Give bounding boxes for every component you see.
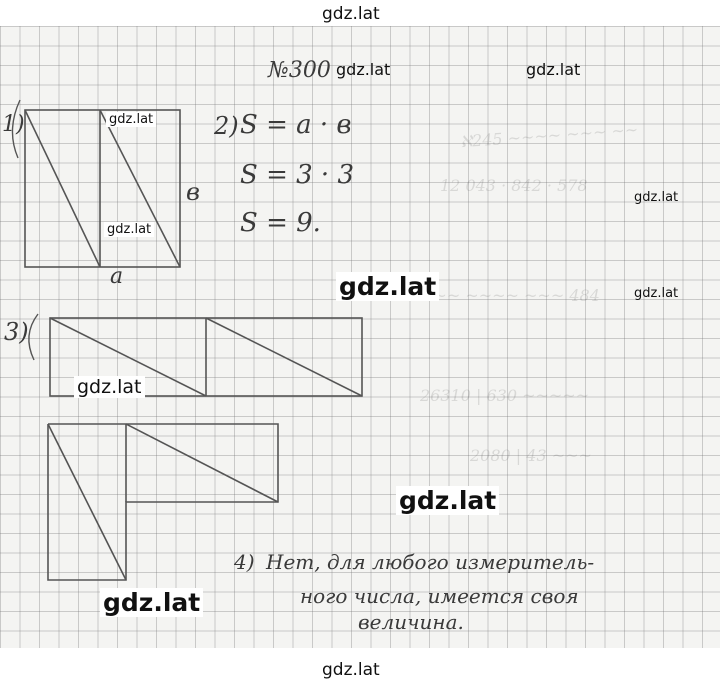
watermark: gdz.lat: [526, 60, 581, 79]
answer-line-2: ного числа, имеется своя: [300, 584, 579, 608]
bleed-through-scribble: ~~~ ~~~~ ~~~ 484: [420, 286, 600, 305]
problem-number: №300: [268, 58, 331, 83]
area-result: S = 9.: [240, 208, 321, 238]
answer-line-1: Нет, для любого измеритель-: [266, 550, 595, 574]
rectangle-figure-upper: [49, 317, 363, 397]
upper-rect-diagonal-left: [49, 317, 207, 397]
watermark: gdz.lat: [634, 190, 679, 205]
side-a-label: а: [110, 264, 124, 289]
watermark-large: gdz.lat: [396, 486, 500, 515]
watermark: gdz.lat: [74, 376, 145, 398]
square-diagonal-right: [99, 109, 181, 268]
upper-rect-diagonal-right: [205, 317, 363, 397]
notebook-sheet: ℵ245 ~~~~ ~~~ ~~ 12 043 · 842 · 578 ~~~ …: [0, 26, 720, 648]
part3-label: 3): [4, 318, 29, 346]
part4-label: 4): [234, 550, 255, 574]
watermark-large: gdz.lat: [100, 588, 204, 617]
answer-line-3: величина.: [358, 610, 464, 634]
side-b-label: в: [186, 178, 200, 206]
square-outline: [24, 109, 181, 268]
bleed-through-scribble: 2080 | 43 ~~~: [470, 446, 592, 465]
watermark: gdz.lat: [634, 286, 679, 301]
watermark-bottom: gdz.lat: [322, 660, 380, 680]
part2-label: 2): [214, 112, 239, 140]
l-shaped-figure: [47, 423, 279, 581]
l-shape-diagonal-vertical: [47, 423, 127, 581]
square-diagonal-left: [24, 109, 101, 268]
part3-bracket: [28, 313, 39, 361]
area-substitution: S = 3 · 3: [240, 160, 355, 190]
square-figure: [24, 109, 181, 268]
watermark: gdz.lat: [336, 60, 391, 79]
bleed-through-scribble: 26310 | 630 ~~~~~: [420, 386, 590, 405]
part1-bracket: [11, 99, 21, 159]
l-shape-diagonal-horizontal: [125, 423, 279, 503]
watermark-large: gdz.lat: [336, 272, 440, 301]
watermark: gdz.lat: [104, 222, 155, 237]
bleed-through-scribble: 12 043 · 842 · 578: [440, 176, 588, 195]
area-formula: S = a · в: [240, 110, 352, 140]
watermark-top: gdz.lat: [322, 4, 380, 24]
part1-label: 1): [2, 112, 25, 137]
watermark: gdz.lat: [106, 112, 157, 127]
